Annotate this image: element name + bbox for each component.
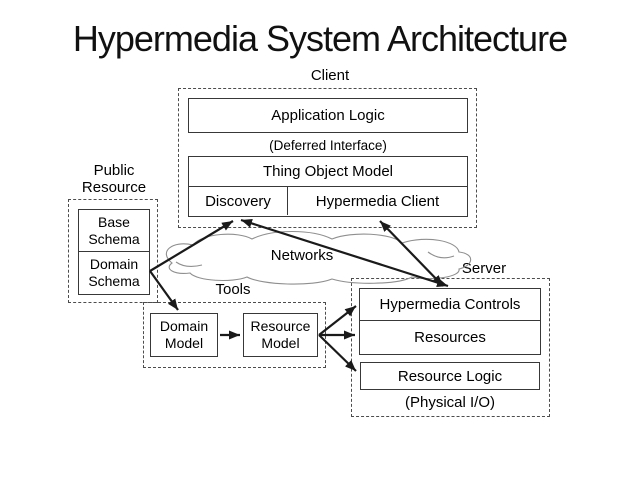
schema-stack-box: Base Schema Domain Schema (78, 209, 150, 295)
base-schema-label: Base Schema (88, 213, 140, 247)
thing-object-model-label: Thing Object Model (262, 163, 394, 180)
thing-object-model-box: Thing Object Model Discovery Hypermedia … (188, 156, 468, 217)
domain-schema-box: Domain Schema (79, 251, 149, 293)
networks-label: Networks (270, 247, 334, 264)
thing-object-model-row: Thing Object Model (189, 157, 467, 186)
hypermedia-controls-label: Hypermedia Controls (379, 296, 521, 313)
hypermedia-client-label: Hypermedia Client (315, 192, 440, 210)
discovery-box: Discovery (189, 187, 287, 215)
resource-logic-box: Resource Logic (360, 362, 540, 390)
cloud-detail-right (427, 251, 455, 259)
server-zone-label: Server (461, 260, 507, 277)
resource-logic-label: Resource Logic (397, 367, 503, 385)
application-logic-box: Application Logic (188, 98, 468, 133)
conn-hypermedia-client-hypermedia-controls (379, 220, 444, 287)
conn-domain-schema-to-discovery (149, 220, 234, 272)
domain-model-label: Domain Model (159, 318, 209, 351)
physical-io-label: (Physical I/O) (404, 394, 495, 411)
tools-zone-label: Tools (215, 281, 251, 298)
base-schema-box: Base Schema (79, 210, 149, 251)
discovery-label: Discovery (205, 192, 271, 210)
resource-model-label: Resource Model (250, 318, 311, 351)
page-title: Hypermedia System Architecture (72, 18, 568, 59)
client-zone-label: Client (310, 67, 350, 84)
resource-model-box: Resource Model (243, 313, 318, 357)
domain-schema-label: Domain Schema (88, 255, 140, 289)
hypermedia-controls-box: Hypermedia Controls (360, 289, 540, 320)
client-sub-row: Discovery Hypermedia Client (189, 186, 467, 215)
deferred-interface-label: (Deferred Interface) (269, 138, 387, 153)
resources-label: Resources (414, 328, 486, 346)
application-logic-label: Application Logic (271, 107, 385, 124)
resources-box: Resources (360, 320, 540, 353)
domain-model-box: Domain Model (150, 313, 218, 357)
hypermedia-client-box: Hypermedia Client (287, 187, 467, 215)
server-stack-box: Hypermedia Controls Resources (359, 288, 541, 355)
cloud-detail-left (175, 261, 203, 268)
public-resource-zone-label: Public Resource (81, 162, 147, 196)
